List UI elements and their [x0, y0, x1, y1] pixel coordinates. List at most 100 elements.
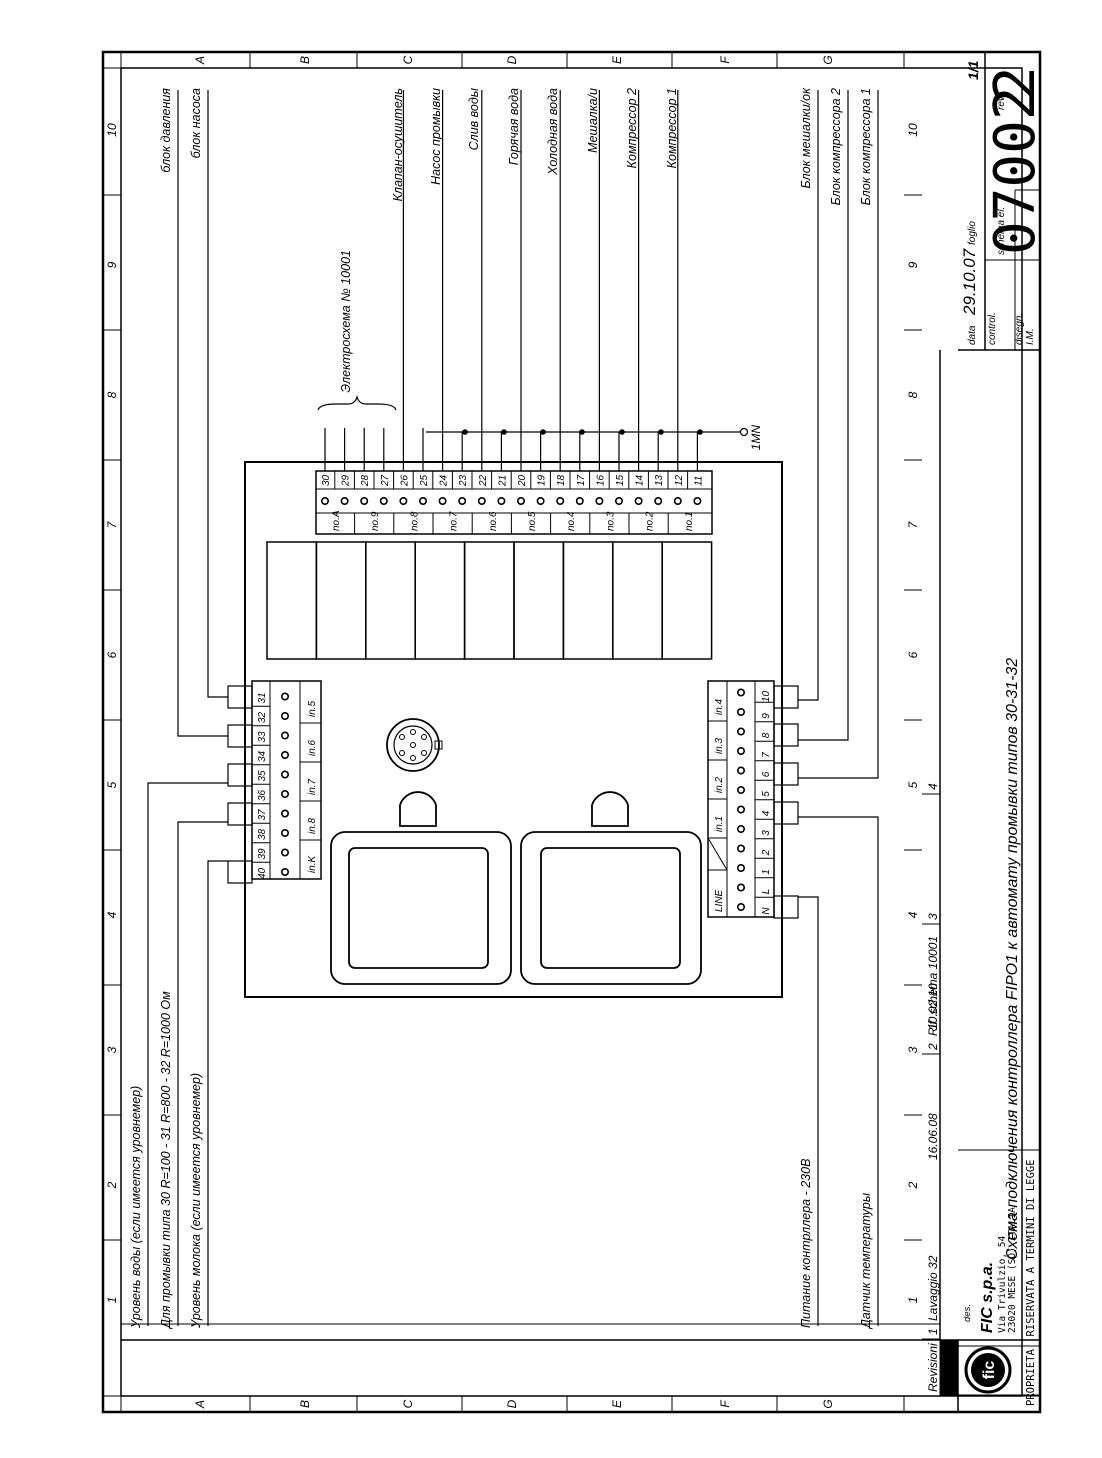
bottom-input-terminal-screw [736, 727, 745, 736]
company-name: FIC s.p.a. [979, 1262, 996, 1333]
bottom-input-terminal-screw [736, 844, 745, 853]
output-label: no.6 [488, 511, 499, 531]
relay [266, 541, 318, 660]
bottom-input-terminal-number: N [761, 907, 772, 915]
connector [773, 685, 799, 709]
wire-pressure-block [177, 90, 228, 737]
output-terminal-number: 15 [615, 474, 626, 486]
top-input-terminal-screw [280, 750, 289, 759]
revision-date: 16.06.08 [926, 1113, 940, 1160]
display-top-screen [348, 847, 489, 969]
grid-row-top-B: B [298, 56, 312, 64]
wiring [147, 90, 879, 1326]
output-terminal-number: 20 [517, 474, 528, 487]
revision-date: 10.02.10 [926, 983, 940, 1030]
grid-col-right-6: 6 [906, 651, 920, 658]
grid-row-top-G: G [821, 55, 835, 64]
top-input-terminal-screw [280, 789, 289, 798]
junction-dot [658, 429, 664, 435]
output-terminal-number: 26 [399, 474, 410, 487]
grid-row-top-A: A [193, 56, 207, 65]
grid-col-left-2: 2 [105, 1181, 119, 1189]
output-label: no.A [331, 510, 342, 531]
date-label: data [967, 325, 978, 345]
bottom-input-terminal-screw [736, 707, 745, 716]
bottom-input-terminal-number: 10 [761, 691, 772, 703]
output-terminal-number: 18 [556, 474, 567, 486]
brace [317, 394, 397, 411]
output-terminal-screw [418, 496, 427, 505]
grid-col-left-1: 1 [105, 1297, 119, 1304]
top-input-terminal-number: 37 [257, 809, 268, 821]
relay [315, 541, 367, 660]
wire-power [798, 896, 819, 1326]
output-terminal-number: 25 [419, 474, 430, 487]
output-terminal-screw [693, 496, 702, 505]
label-temp-sensor: Датчик температуры [859, 1193, 873, 1330]
revision-description: Rif. schema 10001 [926, 936, 940, 1036]
connector [773, 762, 799, 786]
wire-wash-type [177, 821, 228, 1326]
junction-dot [697, 429, 703, 435]
top-input-label: in.K [307, 854, 318, 873]
controller-housing [244, 461, 783, 998]
top-input-terminal-number: 34 [257, 750, 268, 762]
output-terminal-screw [634, 496, 643, 505]
grid-col-right-10: 10 [906, 123, 920, 137]
label-mixer-block: Блок мешалки/ок [799, 87, 813, 189]
display-bottom-outer [520, 831, 702, 985]
relay [612, 541, 663, 660]
junction-dot [619, 429, 625, 435]
wire-milk-level [207, 860, 228, 1326]
label-valve-dryer: Клапан-осушитель [391, 88, 405, 201]
revision-number: 2 [926, 1043, 940, 1051]
bottom-input-terminal-screw [736, 688, 745, 697]
junction-dot [501, 429, 507, 435]
bottom-input-terminal-number: 2 [761, 849, 772, 856]
bottom-input-terminal-screw [736, 746, 745, 755]
output-terminal-number: 13 [654, 474, 665, 486]
top-input-terminal-number: 33 [257, 731, 268, 743]
output-label: no.9 [370, 511, 381, 531]
output-terminal-number: 22 [478, 474, 489, 487]
output-label: no.4 [566, 511, 577, 531]
wire-mixer-block [798, 90, 819, 701]
connector [773, 723, 799, 747]
top-input-terminal-screw [280, 809, 289, 818]
bottom-input-label: in.3 [714, 737, 725, 754]
output-terminal-screw [654, 496, 663, 505]
output-terminal-number: 30 [321, 474, 332, 486]
connector [227, 860, 253, 884]
grid-col-right-9: 9 [906, 261, 920, 268]
output-terminal-screw [614, 496, 623, 505]
output-terminal-number: 14 [635, 474, 646, 486]
label-pump-block: блок насоса [189, 88, 203, 158]
outer-border [101, 50, 1042, 1414]
sheet-label: foglio [967, 221, 978, 245]
label-power: Питание контрллера - 230В [799, 1159, 813, 1328]
output-terminal-number: 17 [576, 474, 587, 486]
svg-text:fic: fic [981, 1361, 998, 1380]
bottom-input-terminal-screw [736, 785, 745, 794]
relay [463, 541, 515, 660]
wire-temp-sensor [798, 816, 879, 1326]
relay-bank [266, 541, 713, 660]
output-terminal-number: 12 [674, 474, 685, 486]
top-input-terminal-number: 39 [257, 848, 268, 860]
wire-comp1-block [798, 90, 879, 779]
output-terminal-number: 11 [693, 476, 704, 486]
label-mixer: Мешалка/и [586, 88, 600, 153]
grid-col-right-7: 7 [906, 520, 920, 528]
output-terminal-screw [477, 496, 486, 505]
top-input-terminal-number: 31 [257, 692, 268, 703]
bottom-input-terminal-number: 9 [761, 713, 772, 719]
junction-dot [540, 429, 546, 435]
connector [773, 801, 799, 825]
revisions-title: Revisioni [926, 1343, 940, 1392]
top-input-terminal-number: 40 [257, 867, 268, 879]
output-terminal-screw [379, 496, 388, 505]
